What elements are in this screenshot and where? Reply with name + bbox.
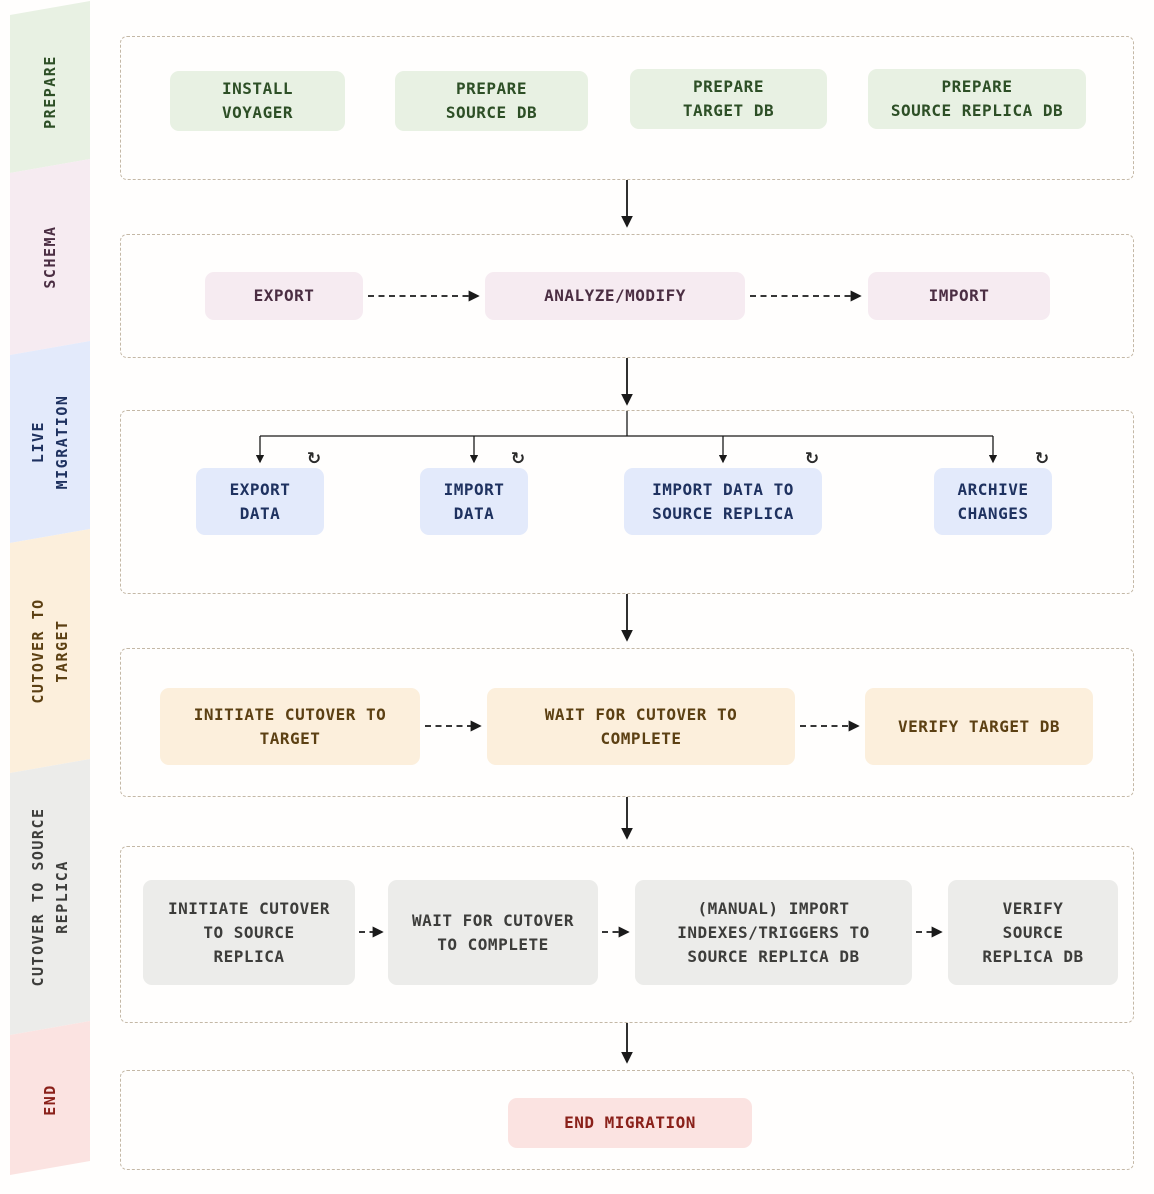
- ribbon-seg-live-migration: [10, 341, 90, 543]
- loop-icon: ↻: [306, 449, 322, 469]
- frame-schema: [120, 234, 1134, 358]
- frame-cutover-target: [120, 648, 1134, 797]
- node-export-data: EXPORT DATA: [196, 468, 324, 535]
- ribbon-seg-schema: [10, 159, 90, 355]
- phase-label-end: END: [41, 1084, 59, 1116]
- node-manual-import-indexes-triggers: (MANUAL) IMPORT INDEXES/TRIGGERS TO SOUR…: [635, 880, 912, 985]
- ribbon-seg-cutover-target: [10, 529, 90, 773]
- frame-cutover-source-replica: [120, 846, 1134, 1023]
- frame-prepare: [120, 36, 1134, 180]
- loop-icon: ↻: [510, 449, 526, 469]
- node-initiate-cutover-target: INITIATE CUTOVER TO TARGET: [160, 688, 420, 765]
- frame-end: [120, 1070, 1134, 1170]
- node-install-voyager: INSTALL VOYAGER: [170, 71, 345, 131]
- ribbon-seg-cutover-source-replica: [10, 759, 90, 1035]
- node-initiate-cutover-source-replica: INITIATE CUTOVER TO SOURCE REPLICA: [143, 880, 355, 985]
- node-verify-target-db: VERIFY TARGET DB: [865, 688, 1093, 765]
- node-export-schema: EXPORT: [205, 272, 363, 320]
- frame-live-migration: [120, 410, 1134, 594]
- phase-label-prepare: PREPARE: [41, 55, 59, 129]
- loop-icon: ↻: [804, 449, 820, 469]
- loop-icon: ↻: [1034, 449, 1050, 469]
- node-verify-source-replica-db: VERIFY SOURCE REPLICA DB: [948, 880, 1118, 985]
- node-end-migration: END MIGRATION: [508, 1098, 752, 1148]
- node-analyze-modify: ANALYZE/MODIFY: [485, 272, 745, 320]
- node-wait-cutover-target: WAIT FOR CUTOVER TO COMPLETE: [487, 688, 795, 765]
- node-import-schema: IMPORT: [868, 272, 1050, 320]
- phase-ribbon: [10, 1, 90, 1175]
- phase-label-cutover-target: CUTOVER TO TARGET: [29, 598, 71, 704]
- node-prepare-source-replica-db: PREPARE SOURCE REPLICA DB: [868, 69, 1086, 129]
- node-prepare-target-db: PREPARE TARGET DB: [630, 69, 827, 129]
- node-archive-changes: ARCHIVE CHANGES: [934, 468, 1052, 535]
- node-import-data-source-replica: IMPORT DATA TO SOURCE REPLICA: [624, 468, 822, 535]
- phase-label-cutover-source-replica: CUTOVER TO SOURCE REPLICA: [29, 807, 71, 987]
- node-wait-cutover-source-replica: WAIT FOR CUTOVER TO COMPLETE: [388, 880, 598, 985]
- ribbon-seg-end: [10, 1021, 90, 1175]
- node-import-data: IMPORT DATA: [420, 468, 528, 535]
- ribbon-seg-prepare: [10, 1, 90, 173]
- phase-label-live-migration: LIVE MIGRATION: [29, 394, 71, 490]
- phase-label-schema: SCHEMA: [41, 225, 59, 289]
- dashed-step-arrows: [359, 290, 943, 938]
- node-prepare-source-db: PREPARE SOURCE DB: [395, 71, 588, 131]
